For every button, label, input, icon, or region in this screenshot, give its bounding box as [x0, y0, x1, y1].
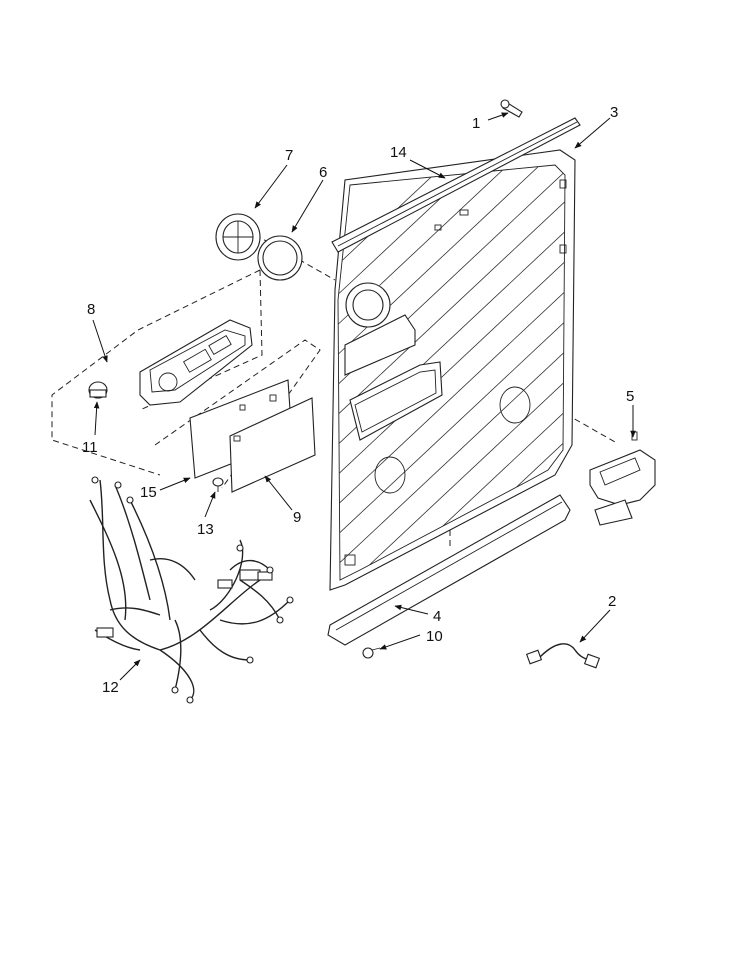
callout-4: 4 — [433, 608, 441, 625]
callout-8: 8 — [87, 301, 95, 318]
dispenser-assembly — [139, 319, 253, 406]
callout-10: 10 — [426, 628, 443, 645]
vent-assembly — [589, 431, 656, 526]
callout-12: 12 — [102, 679, 119, 696]
screw-top — [500, 99, 523, 118]
dispenser-cap — [215, 213, 261, 261]
callout-5: 5 — [626, 388, 634, 405]
callout-3: 3 — [610, 104, 618, 121]
callout-13: 13 — [197, 521, 214, 538]
callout-15: 15 — [140, 484, 157, 501]
callout-6: 6 — [319, 164, 327, 181]
leader-lines — [92, 112, 636, 681]
callout-9: 9 — [293, 509, 301, 526]
callout-labels: 1 3 14 7 6 8 5 11 15 9 13 4 2 10 12 — [82, 104, 634, 696]
insulation-cover — [229, 397, 316, 493]
screw-bottom — [362, 647, 381, 659]
callout-7: 7 — [285, 147, 293, 164]
gasket-ring — [257, 235, 303, 281]
callout-2: 2 — [608, 593, 616, 610]
top-trim-strip — [331, 117, 581, 253]
bottom-trim-strip — [327, 494, 571, 646]
knob — [88, 381, 108, 399]
cable-connector — [525, 643, 601, 669]
callout-1: 1 — [472, 115, 480, 132]
inner-door-panel — [329, 149, 576, 591]
wire-harness — [89, 476, 294, 704]
callout-14: 14 — [390, 144, 407, 161]
screw-board — [212, 477, 224, 492]
callout-11: 11 — [82, 439, 98, 456]
